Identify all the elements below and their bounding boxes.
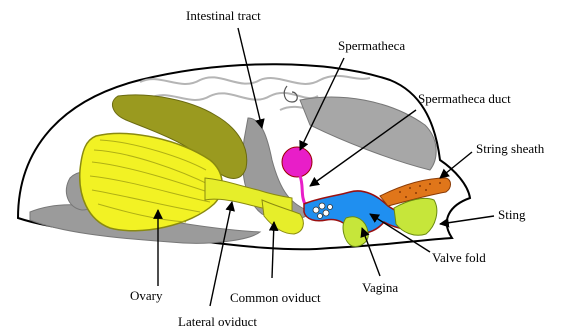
pointer-lateral-oviduct: [210, 202, 232, 306]
label-spermatheca: Spermatheca: [338, 38, 405, 53]
label-common-oviduct: Common oviduct: [230, 290, 321, 305]
pointer-common-oviduct: [272, 222, 274, 278]
label-vagina: Vagina: [362, 280, 398, 295]
label-ovary: Ovary: [130, 288, 163, 303]
label-string-sheath: String sheath: [476, 141, 545, 156]
label-spermatheca-duct: Spermatheca duct: [418, 91, 511, 106]
sting-shape: [394, 198, 437, 235]
label-valve-fold: Valve fold: [432, 250, 486, 265]
label-sting: Sting: [498, 207, 526, 222]
pointer-intestinal-tract: [238, 28, 262, 128]
label-lateral-oviduct: Lateral oviduct: [178, 314, 257, 329]
label-intestinal-tract: Intestinal tract: [186, 8, 261, 23]
pointer-vagina: [362, 228, 380, 276]
